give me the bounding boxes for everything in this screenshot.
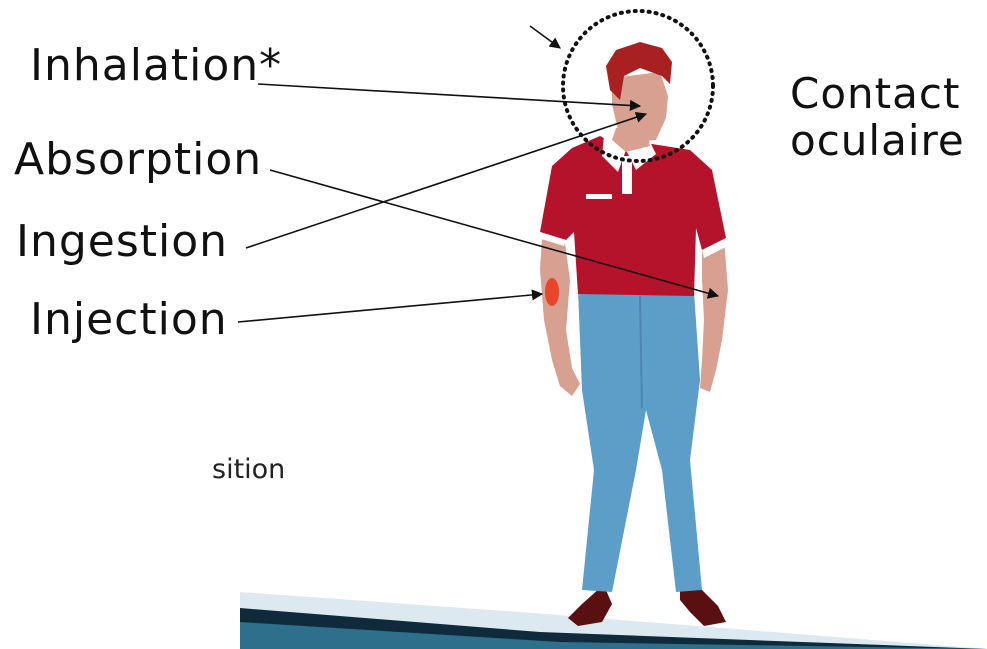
label-ingestion: Ingestion xyxy=(16,220,228,264)
left-arm xyxy=(540,236,580,396)
injection-arrow xyxy=(238,294,542,322)
label-absorption: Absorption xyxy=(14,138,262,182)
right-arm xyxy=(700,238,728,392)
slide-decoration-band xyxy=(240,592,987,649)
person-figure xyxy=(538,42,728,626)
right-shoe xyxy=(680,588,726,626)
injection-site-mark xyxy=(545,278,559,306)
label-eye-contact: Contact oculaire xyxy=(790,70,965,164)
eye-contact-arrow xyxy=(530,26,560,48)
inhalation-arrow xyxy=(258,84,640,106)
label-contact-line1: Contact xyxy=(790,70,965,117)
label-inhalation: Inhalation* xyxy=(30,44,282,88)
label-contact-line2: oculaire xyxy=(790,117,965,164)
partial-hidden-text: sition xyxy=(212,456,285,483)
label-injection: Injection xyxy=(30,298,228,342)
